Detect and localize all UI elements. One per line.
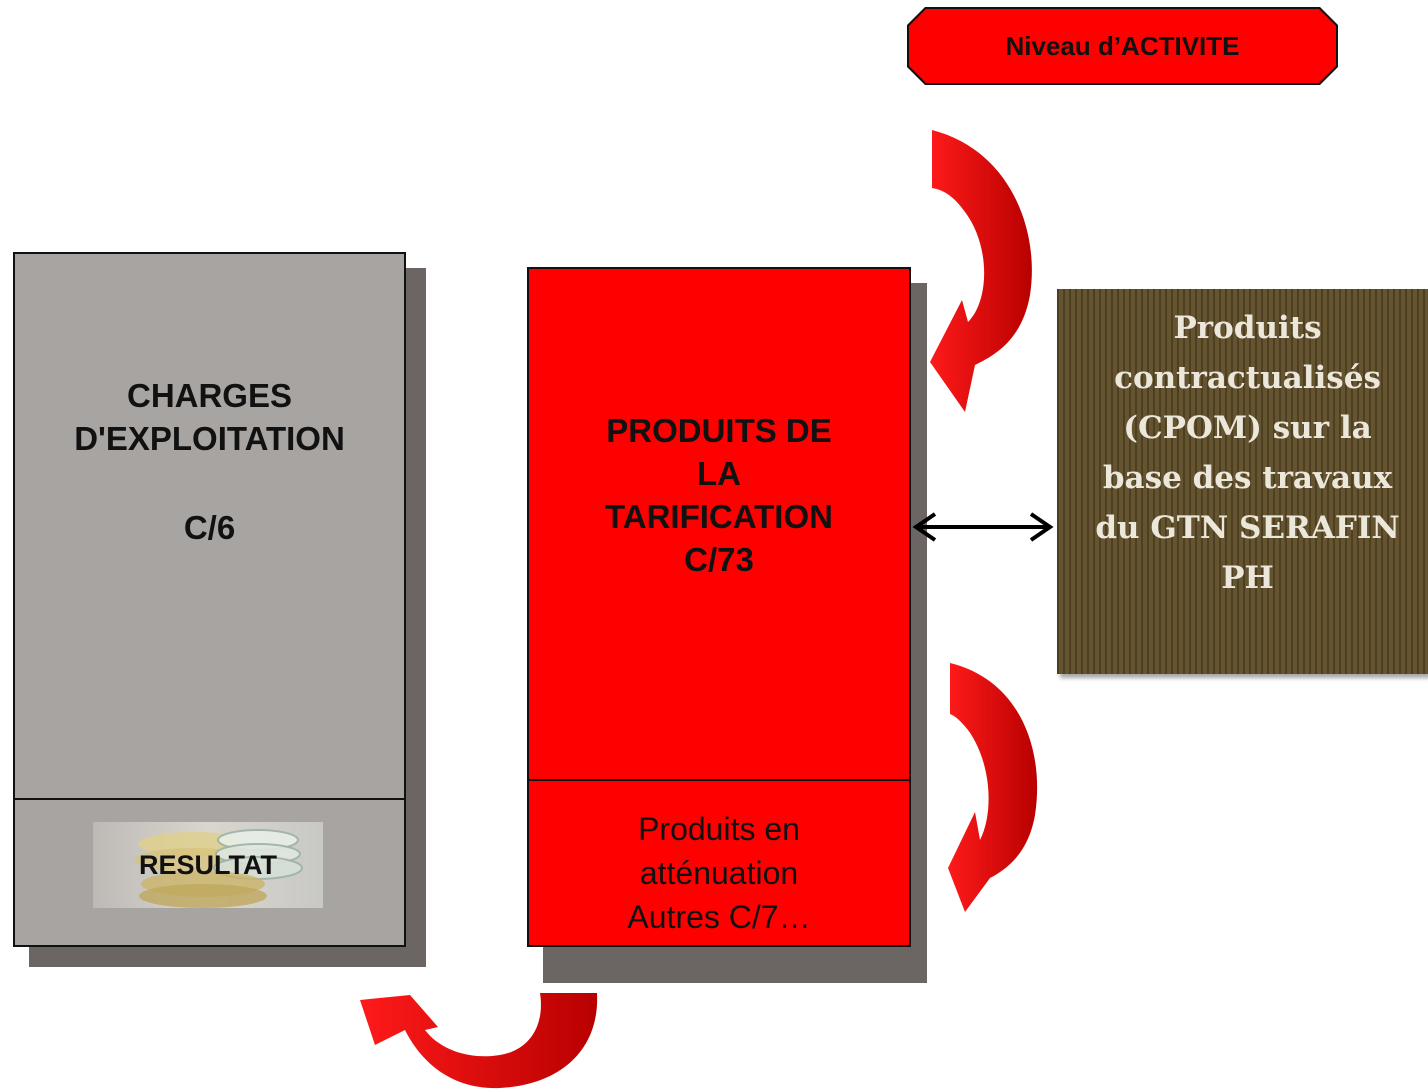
curved-arrow-bottom (360, 993, 598, 1089)
produits-title-line: TARIFICATION (605, 498, 833, 535)
cpom-line: du GTN SERAFIN (1095, 510, 1400, 546)
attenuation-text: Produits en atténuation Autres C/7… (529, 807, 909, 939)
activity-level-badge: Niveau d’ACTIVITE (907, 7, 1338, 85)
cpom-line: base des travaux (1102, 460, 1393, 496)
produits-divider (529, 779, 909, 781)
produits-title-line: C/73 (684, 541, 754, 578)
cpom-line: contractualisés (1114, 360, 1381, 396)
cpom-line: Produits (1173, 310, 1322, 346)
produits-title: PRODUITS DE LA TARIFICATION C/73 (569, 409, 869, 581)
produits-title-line: PRODUITS DE (606, 412, 832, 449)
coins-icon (135, 829, 303, 908)
activity-level-label: Niveau d’ACTIVITE (909, 9, 1336, 83)
charges-code: C/6 (183, 509, 236, 546)
cpom-text: Produits contractualisés (CPOM) sur la b… (1067, 303, 1428, 603)
charges-title-line2: D'EXPLOITATION (74, 420, 345, 457)
cpom-box: Produits contractualisés (CPOM) sur la b… (1057, 289, 1428, 674)
charges-title: CHARGES D'EXPLOITATION (15, 374, 404, 460)
double-arrow (912, 512, 1054, 542)
cpom-line: PH (1221, 560, 1274, 596)
produits-box: PRODUITS DE LA TARIFICATION C/73 Produit… (527, 267, 911, 947)
result-image: RESULTAT (93, 822, 323, 908)
charges-divider (15, 798, 404, 800)
charges-title-line1: CHARGES (126, 377, 293, 414)
result-label: RESULTAT (139, 849, 277, 880)
attenuation-line: atténuation (639, 855, 799, 891)
attenuation-line: Autres C/7… (627, 899, 811, 935)
produits-title-line: LA (697, 455, 741, 492)
attenuation-line: Produits en (638, 811, 800, 847)
curved-arrow-top (930, 130, 1032, 412)
charges-box: CHARGES D'EXPLOITATION C/6 RESULTAT (13, 252, 406, 947)
cpom-line: (CPOM) sur la (1123, 410, 1372, 446)
curved-arrow-middle (948, 663, 1038, 912)
